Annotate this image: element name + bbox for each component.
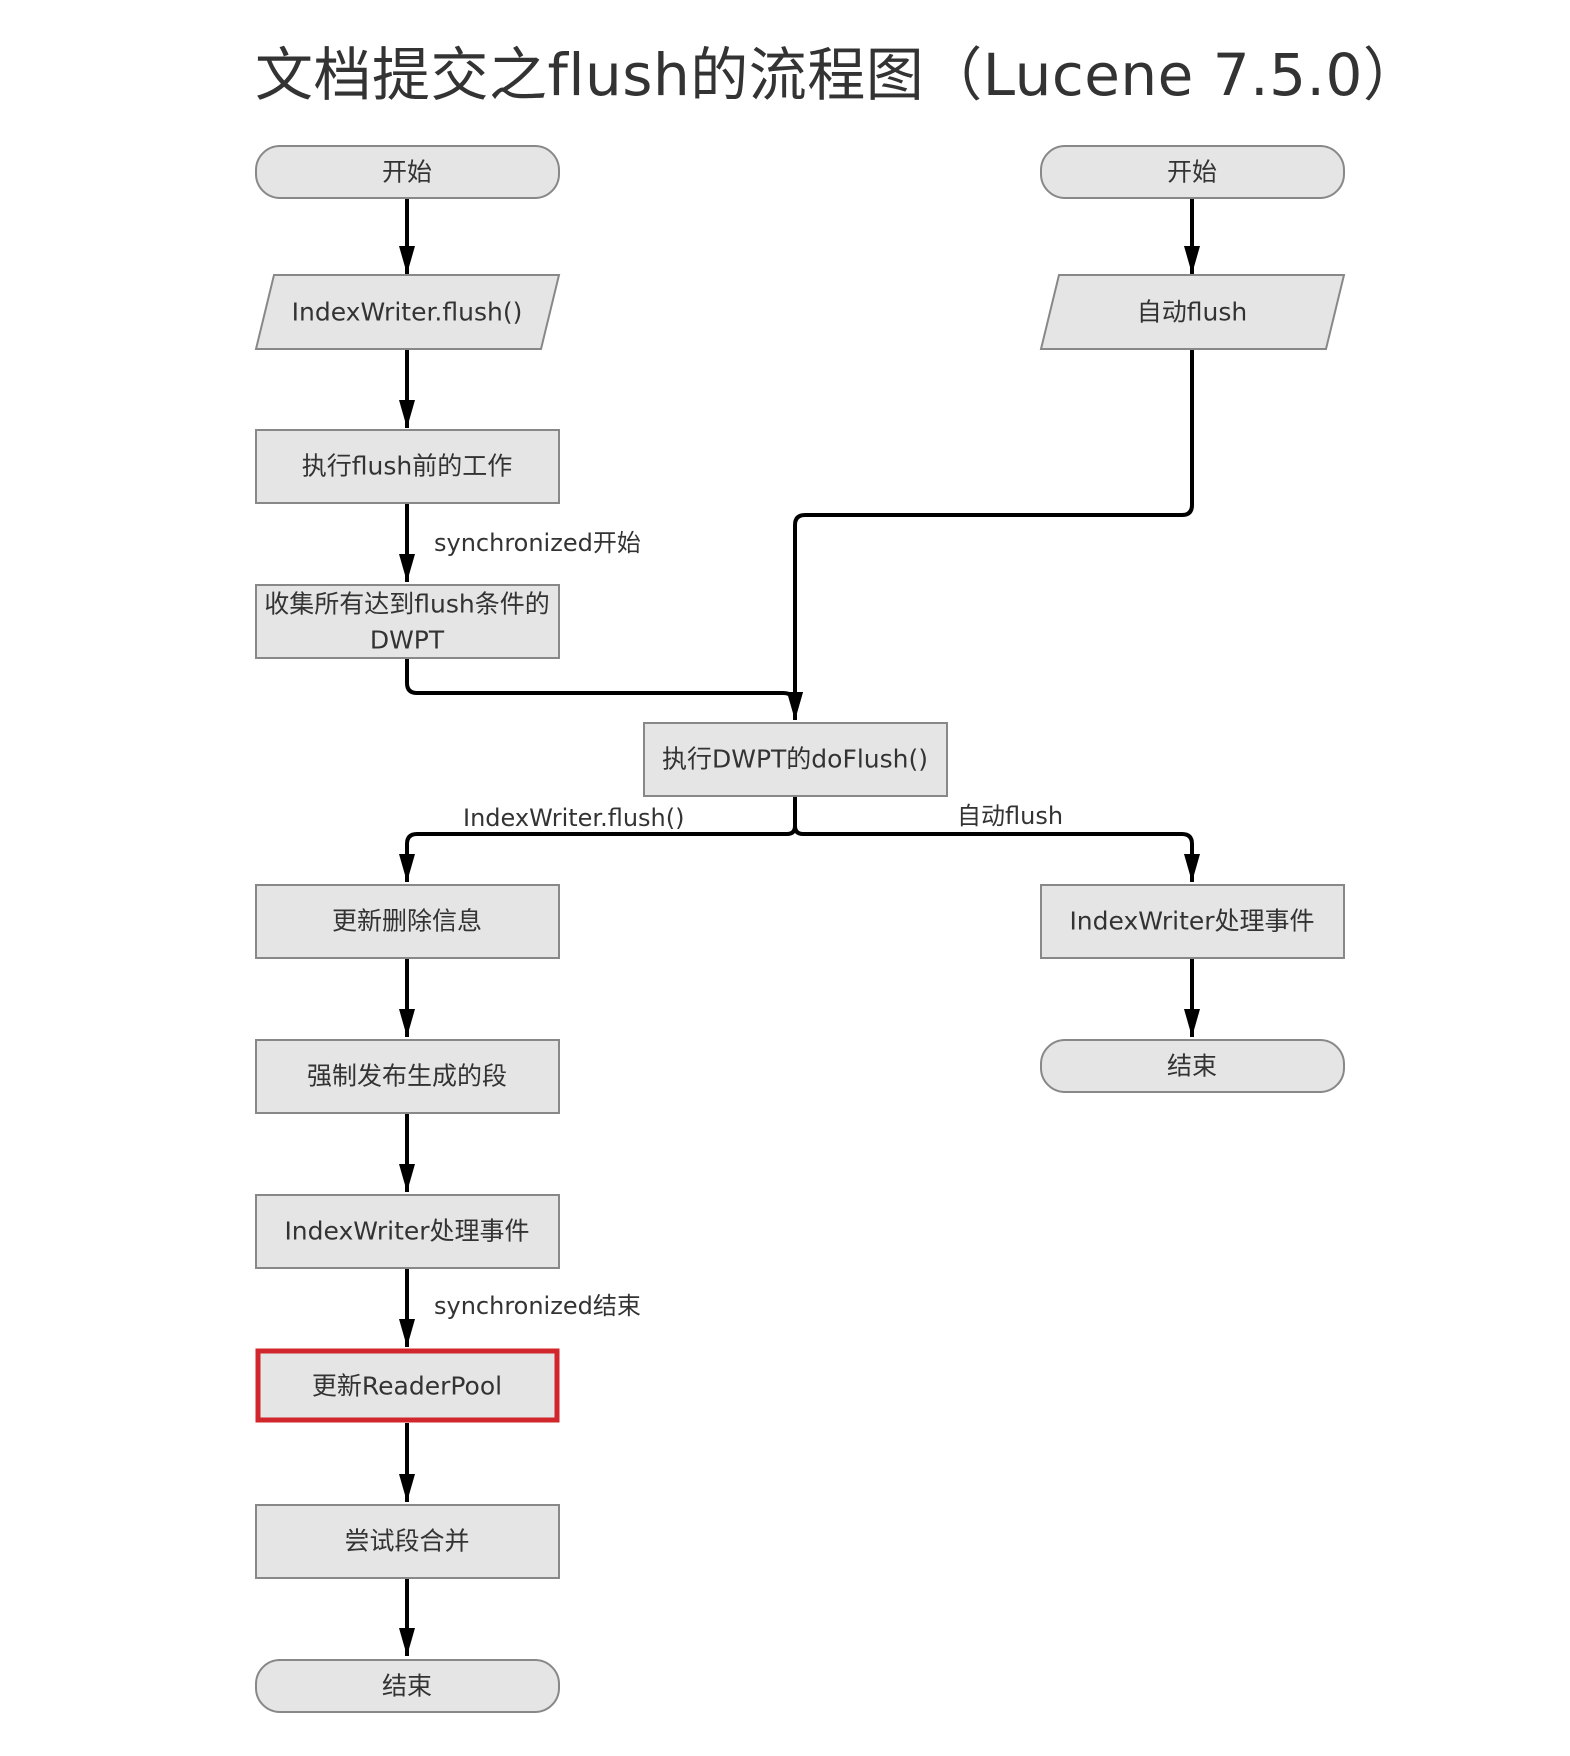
end-node-left[interactable]: [255, 1659, 560, 1713]
process-node-force-publish[interactable]: [255, 1039, 560, 1114]
collect-label-line2: DWPT: [370, 626, 445, 655]
update-deletes-label: 更新删除信息: [332, 907, 482, 936]
do-flush-label: 执行DWPT的doFlush(): [662, 745, 928, 774]
edge-label-branch-manual: IndexWriter.flush(): [463, 804, 685, 832]
process-events-right-label: IndexWriter处理事件: [1069, 907, 1314, 936]
start-left-label: 开始: [382, 158, 432, 187]
process-node-process-events-right[interactable]: [1040, 884, 1345, 959]
io-node-flush-auto[interactable]: [1039, 274, 1346, 350]
process-node-update-reader-pool[interactable]: [255, 1348, 560, 1423]
process-events-left-label: IndexWriter处理事件: [284, 1217, 529, 1246]
edge-flush-auto-to-do-flush: [787, 350, 1194, 720]
nodes: [254, 145, 1346, 1713]
end-left-label: 结束: [382, 1672, 432, 1701]
pre-flush-label: 执行flush前的工作: [302, 452, 512, 481]
edge-collect-to-do-flush: [405, 658, 803, 720]
io-node-flush-manual[interactable]: [254, 274, 561, 350]
update-reader-pool-label: 更新ReaderPool: [312, 1372, 502, 1401]
diagram-title: 文档提交之flush的流程图（Lucene 7.5.0）: [255, 41, 1422, 109]
start-right-label: 开始: [1167, 158, 1217, 187]
edges: [399, 199, 1200, 1656]
process-node-do-flush[interactable]: [643, 722, 948, 797]
process-node-process-events-left[interactable]: [255, 1194, 560, 1269]
end-right-label: 结束: [1167, 1052, 1217, 1081]
end-node-right[interactable]: [1040, 1039, 1345, 1093]
try-merge-label: 尝试段合并: [344, 1527, 469, 1556]
collect-label-line1: 收集所有达到flush条件的: [264, 590, 549, 619]
process-node-pre-flush[interactable]: [255, 429, 560, 504]
process-node-try-merge[interactable]: [255, 1504, 560, 1579]
process-node-update-deletes[interactable]: [255, 884, 560, 959]
edge-label-branch-auto: 自动flush: [957, 802, 1063, 830]
edge-label-sync-start: synchronized开始: [434, 529, 641, 557]
edge-do-flush-to-process-events-right: [793, 796, 1200, 882]
process-node-collect[interactable]: [255, 584, 560, 659]
flush-auto-label: 自动flush: [1137, 298, 1247, 327]
start-node-right[interactable]: [1040, 145, 1345, 199]
start-node-left[interactable]: [255, 145, 560, 199]
edge-label-sync-end: synchronized结束: [434, 1292, 641, 1320]
force-publish-label: 强制发布生成的段: [307, 1062, 507, 1091]
flush-manual-label: IndexWriter.flush(): [292, 298, 523, 327]
